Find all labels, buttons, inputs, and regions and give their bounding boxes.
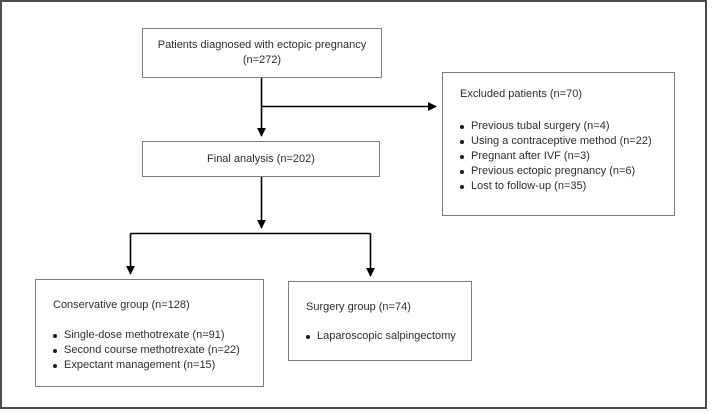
list-item: Using a contraceptive method (n=22) (460, 134, 666, 149)
bullet-icon (53, 363, 57, 368)
list-item: Expectant management (n=15) (53, 358, 255, 373)
box-final-analysis: Final analysis (n=202) (142, 141, 380, 177)
list-item-label: Single-dose methotrexate (n=91) (64, 329, 225, 341)
bullet-icon (53, 348, 57, 353)
list-item: Pregnant after IVF (n=3) (460, 149, 666, 164)
bullet-icon (460, 139, 464, 144)
conservative-group-list: Single-dose methotrexate (n=91) Second c… (53, 328, 255, 373)
bullet-icon (460, 184, 464, 189)
list-item: Previous ectopic pregnancy (n=6) (460, 164, 666, 179)
box-surgery-group: Surgery group (n=74) Laparoscopic salpin… (288, 281, 472, 361)
list-item: Second course methotrexate (n=22) (53, 343, 255, 358)
list-item-label: Using a contraceptive method (n=22) (471, 135, 652, 147)
list-item-label: Previous tubal surgery (n=4) (471, 120, 610, 132)
list-item-label: Second course methotrexate (n=22) (64, 344, 240, 356)
patients-diagnosed-count: (n=272) (242, 54, 282, 66)
surgery-group-title: Surgery group (n=74) (306, 301, 411, 313)
bullet-icon (53, 333, 57, 338)
bullet-icon (460, 169, 464, 174)
bullet-icon (306, 334, 310, 339)
bullet-icon (460, 124, 464, 129)
list-item: Laparoscopic salpingectomy (306, 329, 463, 344)
list-item-label: Lost to follow-up (n=35) (471, 180, 587, 192)
conservative-group-title: Conservative group (n=128) (53, 299, 190, 311)
excluded-patients-list: Previous tubal surgery (n=4) Using a con… (460, 119, 666, 194)
list-item: Previous tubal surgery (n=4) (460, 119, 666, 134)
bullet-icon (460, 154, 464, 159)
box-conservative-group: Conservative group (n=128) Single-dose m… (35, 279, 264, 387)
box-excluded-patients: Excluded patients (n=70) Previous tubal … (442, 72, 675, 216)
list-item: Single-dose methotrexate (n=91) (53, 328, 255, 343)
list-item-label: Laparoscopic salpingectomy (317, 330, 456, 342)
list-item-label: Expectant management (n=15) (64, 359, 216, 371)
list-item-label: Previous ectopic pregnancy (n=6) (471, 165, 636, 177)
surgery-group-list: Laparoscopic salpingectomy (306, 329, 463, 344)
final-analysis-label: Final analysis (n=202) (207, 152, 315, 165)
list-item: Lost to follow-up (n=35) (460, 179, 666, 194)
box-patients-diagnosed: Patients diagnosed with ectopic pregnanc… (142, 28, 382, 78)
excluded-patients-title: Excluded patients (n=70) (460, 88, 582, 100)
patients-diagnosed-label: Patients diagnosed with ectopic pregnanc… (157, 39, 367, 51)
list-item-label: Pregnant after IVF (n=3) (471, 150, 590, 162)
